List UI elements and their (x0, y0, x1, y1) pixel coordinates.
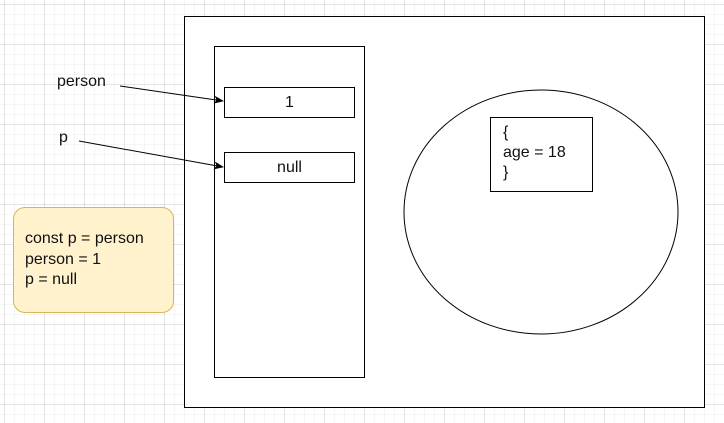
stack-cell-value: null (277, 158, 302, 176)
variable-label-person: person (57, 73, 106, 90)
stack-cell-person: 1 (224, 87, 355, 118)
code-line: const p = person (25, 230, 144, 247)
stack-cell-value: 1 (285, 93, 294, 111)
object-open-brace: { (503, 124, 509, 141)
heap-object: { age = 18 } (490, 117, 593, 192)
stack-cell-p: null (224, 152, 355, 183)
code-note: const p = person person = 1 p = null (13, 207, 174, 313)
object-close-brace: } (503, 164, 509, 181)
code-line: p = null (25, 271, 78, 288)
object-property: age = 18 (503, 144, 566, 161)
variable-label-p: p (59, 129, 68, 146)
code-line: person = 1 (25, 250, 102, 268)
